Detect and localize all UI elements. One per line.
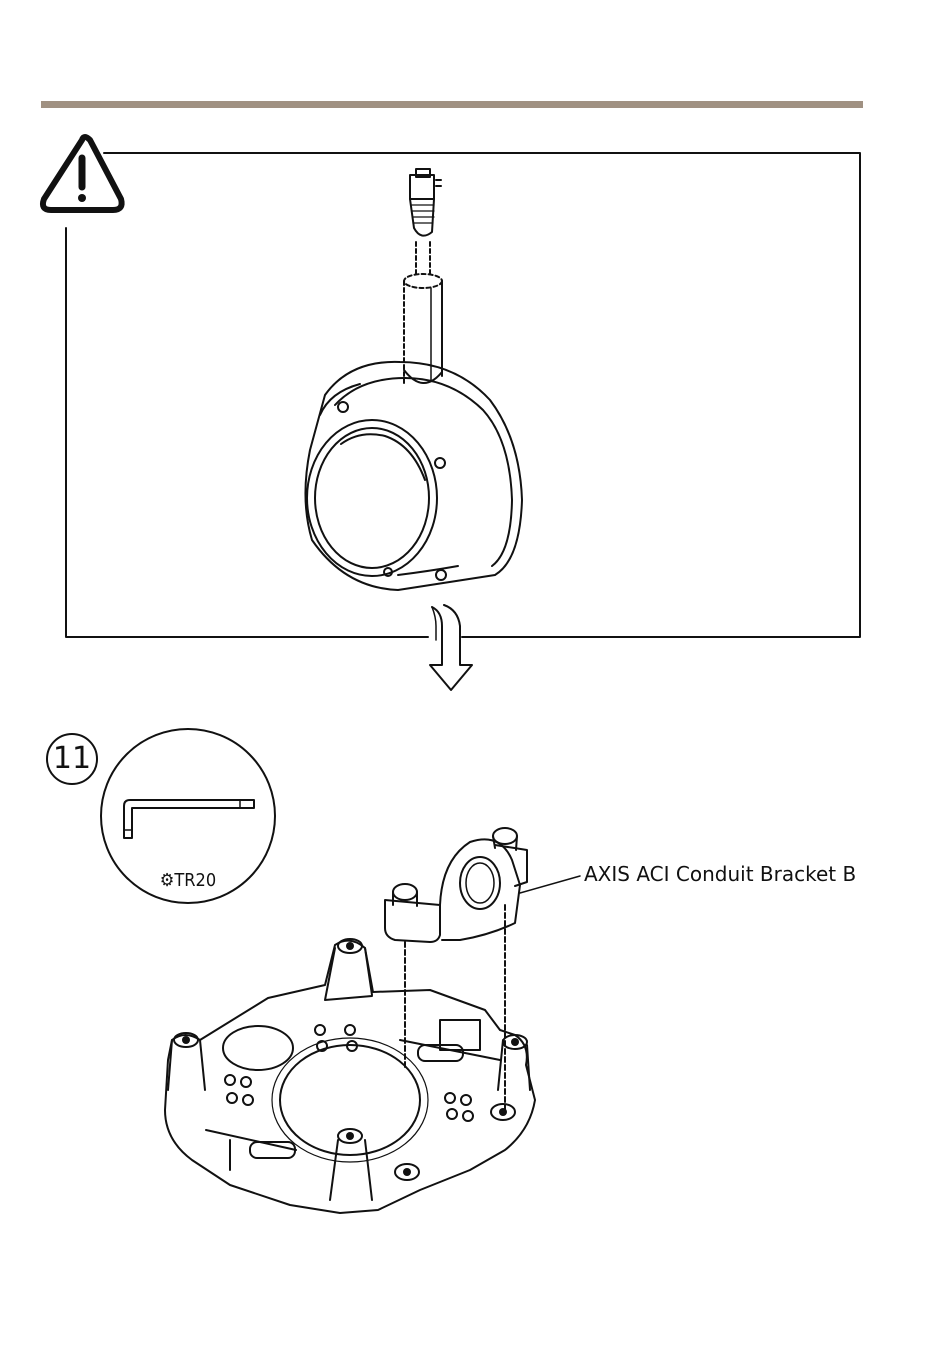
bracket-callout-label: AXIS ACI Conduit Bracket B xyxy=(584,862,856,886)
step-number: 11 xyxy=(53,741,91,776)
torx-icon: ⚙ xyxy=(160,870,175,891)
rj45-connector-icon xyxy=(410,169,441,274)
warning-triangle-icon xyxy=(43,137,122,210)
down-arrow-icon xyxy=(430,605,472,690)
dome-camera xyxy=(305,362,522,590)
tool-label: ⚙TR20 xyxy=(102,870,274,891)
step-number-badge: 11 xyxy=(46,733,98,785)
tool-size: TR20 xyxy=(174,870,216,891)
conduit-pipe xyxy=(404,274,442,385)
conduit-bracket xyxy=(385,828,580,1110)
base-plate xyxy=(165,939,535,1213)
tool-callout-circle: ⚙TR20 xyxy=(100,728,276,904)
